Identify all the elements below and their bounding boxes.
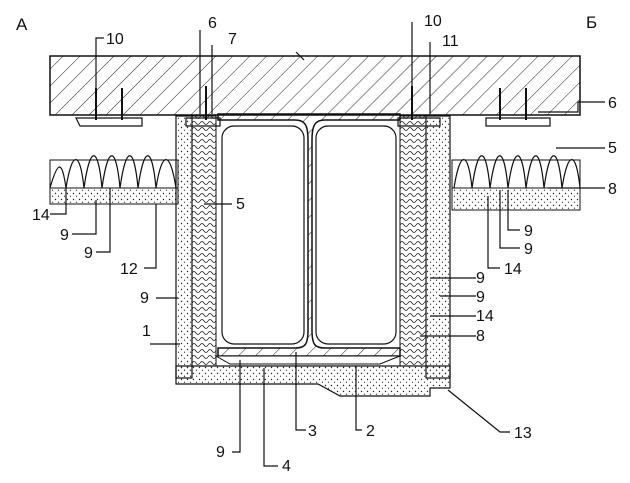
callout-9-right-a: 9 [524,223,533,240]
concrete-slab [49,51,581,116]
callout-6-right: 6 [608,95,617,112]
callout-2: 2 [366,423,375,440]
insulation-left [49,155,179,189]
callout-9-right-d: 9 [476,289,485,306]
casing-right-wool [399,115,427,367]
callout-14-right-b: 14 [476,308,494,325]
callout-9-left-c: 9 [140,290,149,307]
callout-4: 4 [282,458,291,475]
callout-5-right: 5 [608,140,617,157]
bottom-casing [175,365,451,397]
casing-right-outer [425,115,451,379]
callout-6-top: 6 [208,15,217,32]
callout-9-right-c: 9 [476,270,485,287]
callout-10-left: 10 [106,31,124,48]
callout-5-mid: 5 [236,196,245,213]
callout-8-right-b: 8 [476,328,485,345]
callout-12: 12 [120,261,138,278]
callout-14-right-a: 14 [504,261,522,278]
board-right [451,187,581,211]
callout-9-left-a: 9 [60,227,69,244]
callout-11: 11 [442,33,459,50]
corner-label-right: Б [586,13,597,32]
callout-13: 13 [514,425,532,442]
casing-left-wool [191,115,217,367]
callout-3: 3 [308,423,317,440]
callout-7: 7 [228,31,237,48]
callout-14-left: 14 [32,207,50,224]
corner-label-left: А [16,15,28,34]
board-left [49,187,179,205]
callout-8-right: 8 [608,181,617,198]
callout-9-left-b: 9 [84,245,93,262]
brackets [75,117,551,127]
casing-left-outer [175,115,193,379]
i-beam [217,113,401,357]
callout-9-right-b: 9 [524,241,533,258]
bottom-plate [214,355,401,365]
leader-lines [50,22,605,467]
callout-9-bottom: 9 [216,444,225,461]
callout-10-right: 10 [424,13,442,30]
callout-1: 1 [142,323,151,340]
insulation-right [451,155,581,189]
